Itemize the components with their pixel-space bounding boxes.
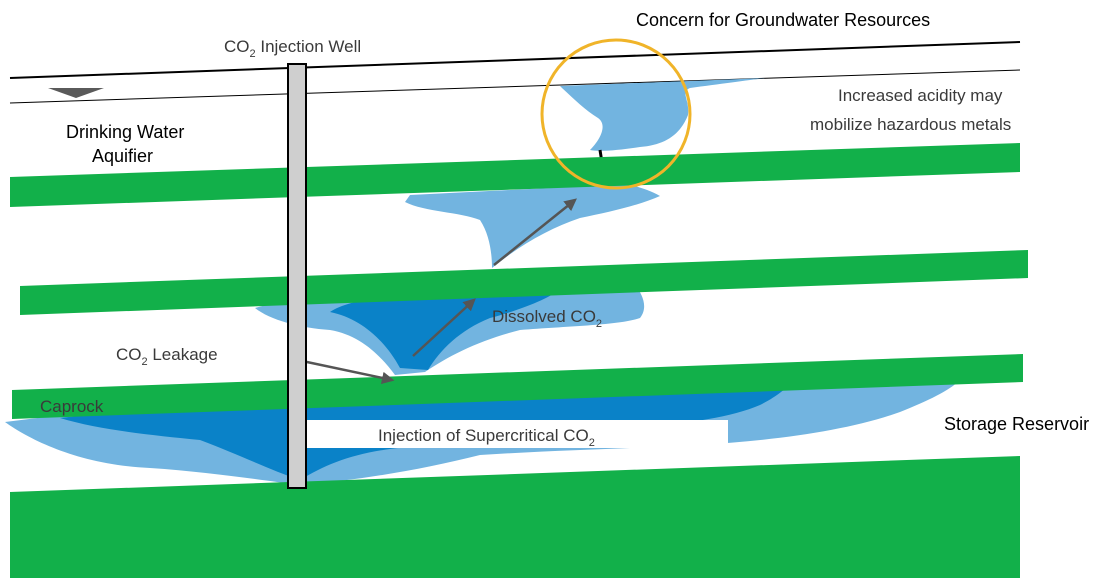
rock-layer-2 [20,250,1028,315]
concern-highlight-circle [540,38,692,190]
rock-layer-caprock [12,354,1023,419]
co2-plume-upper [405,184,660,268]
injection-supercritical-label: Injection of Supercritical CO2 [378,426,595,449]
injection-label-box [288,420,728,448]
aquifer-label-line-2: Aquifier [92,146,153,166]
co2-leakage-label: CO2 Leakage [116,345,218,368]
water-table-line [9,69,1021,104]
ground-surface-line [9,41,1021,79]
injection-well [287,63,307,489]
aquifer-label-line-1: Drinking Water [66,122,184,142]
co2-plume-aquifer [560,78,765,151]
storage-reservoir-label: Storage Reservoir [944,414,1089,434]
concern-title: Concern for Groundwater Resources [636,10,930,30]
injection-well-label: CO2 Injection Well [224,37,361,60]
water-table-marker-icon [48,88,104,98]
dissolved-arrow [412,298,476,357]
acidity-line-2: mobilize hazardous metals [810,115,1011,134]
upward-arrow [493,198,577,266]
co2-plume-middle-inner [330,290,560,370]
caprock-label: Caprock [40,397,104,416]
rock-layer-1 [10,143,1020,207]
acidity-line-1: Increased acidity may [838,86,1003,105]
rock-layer-bottom [10,456,1020,578]
dissolved-co2-label: Dissolved CO2 [492,307,602,330]
